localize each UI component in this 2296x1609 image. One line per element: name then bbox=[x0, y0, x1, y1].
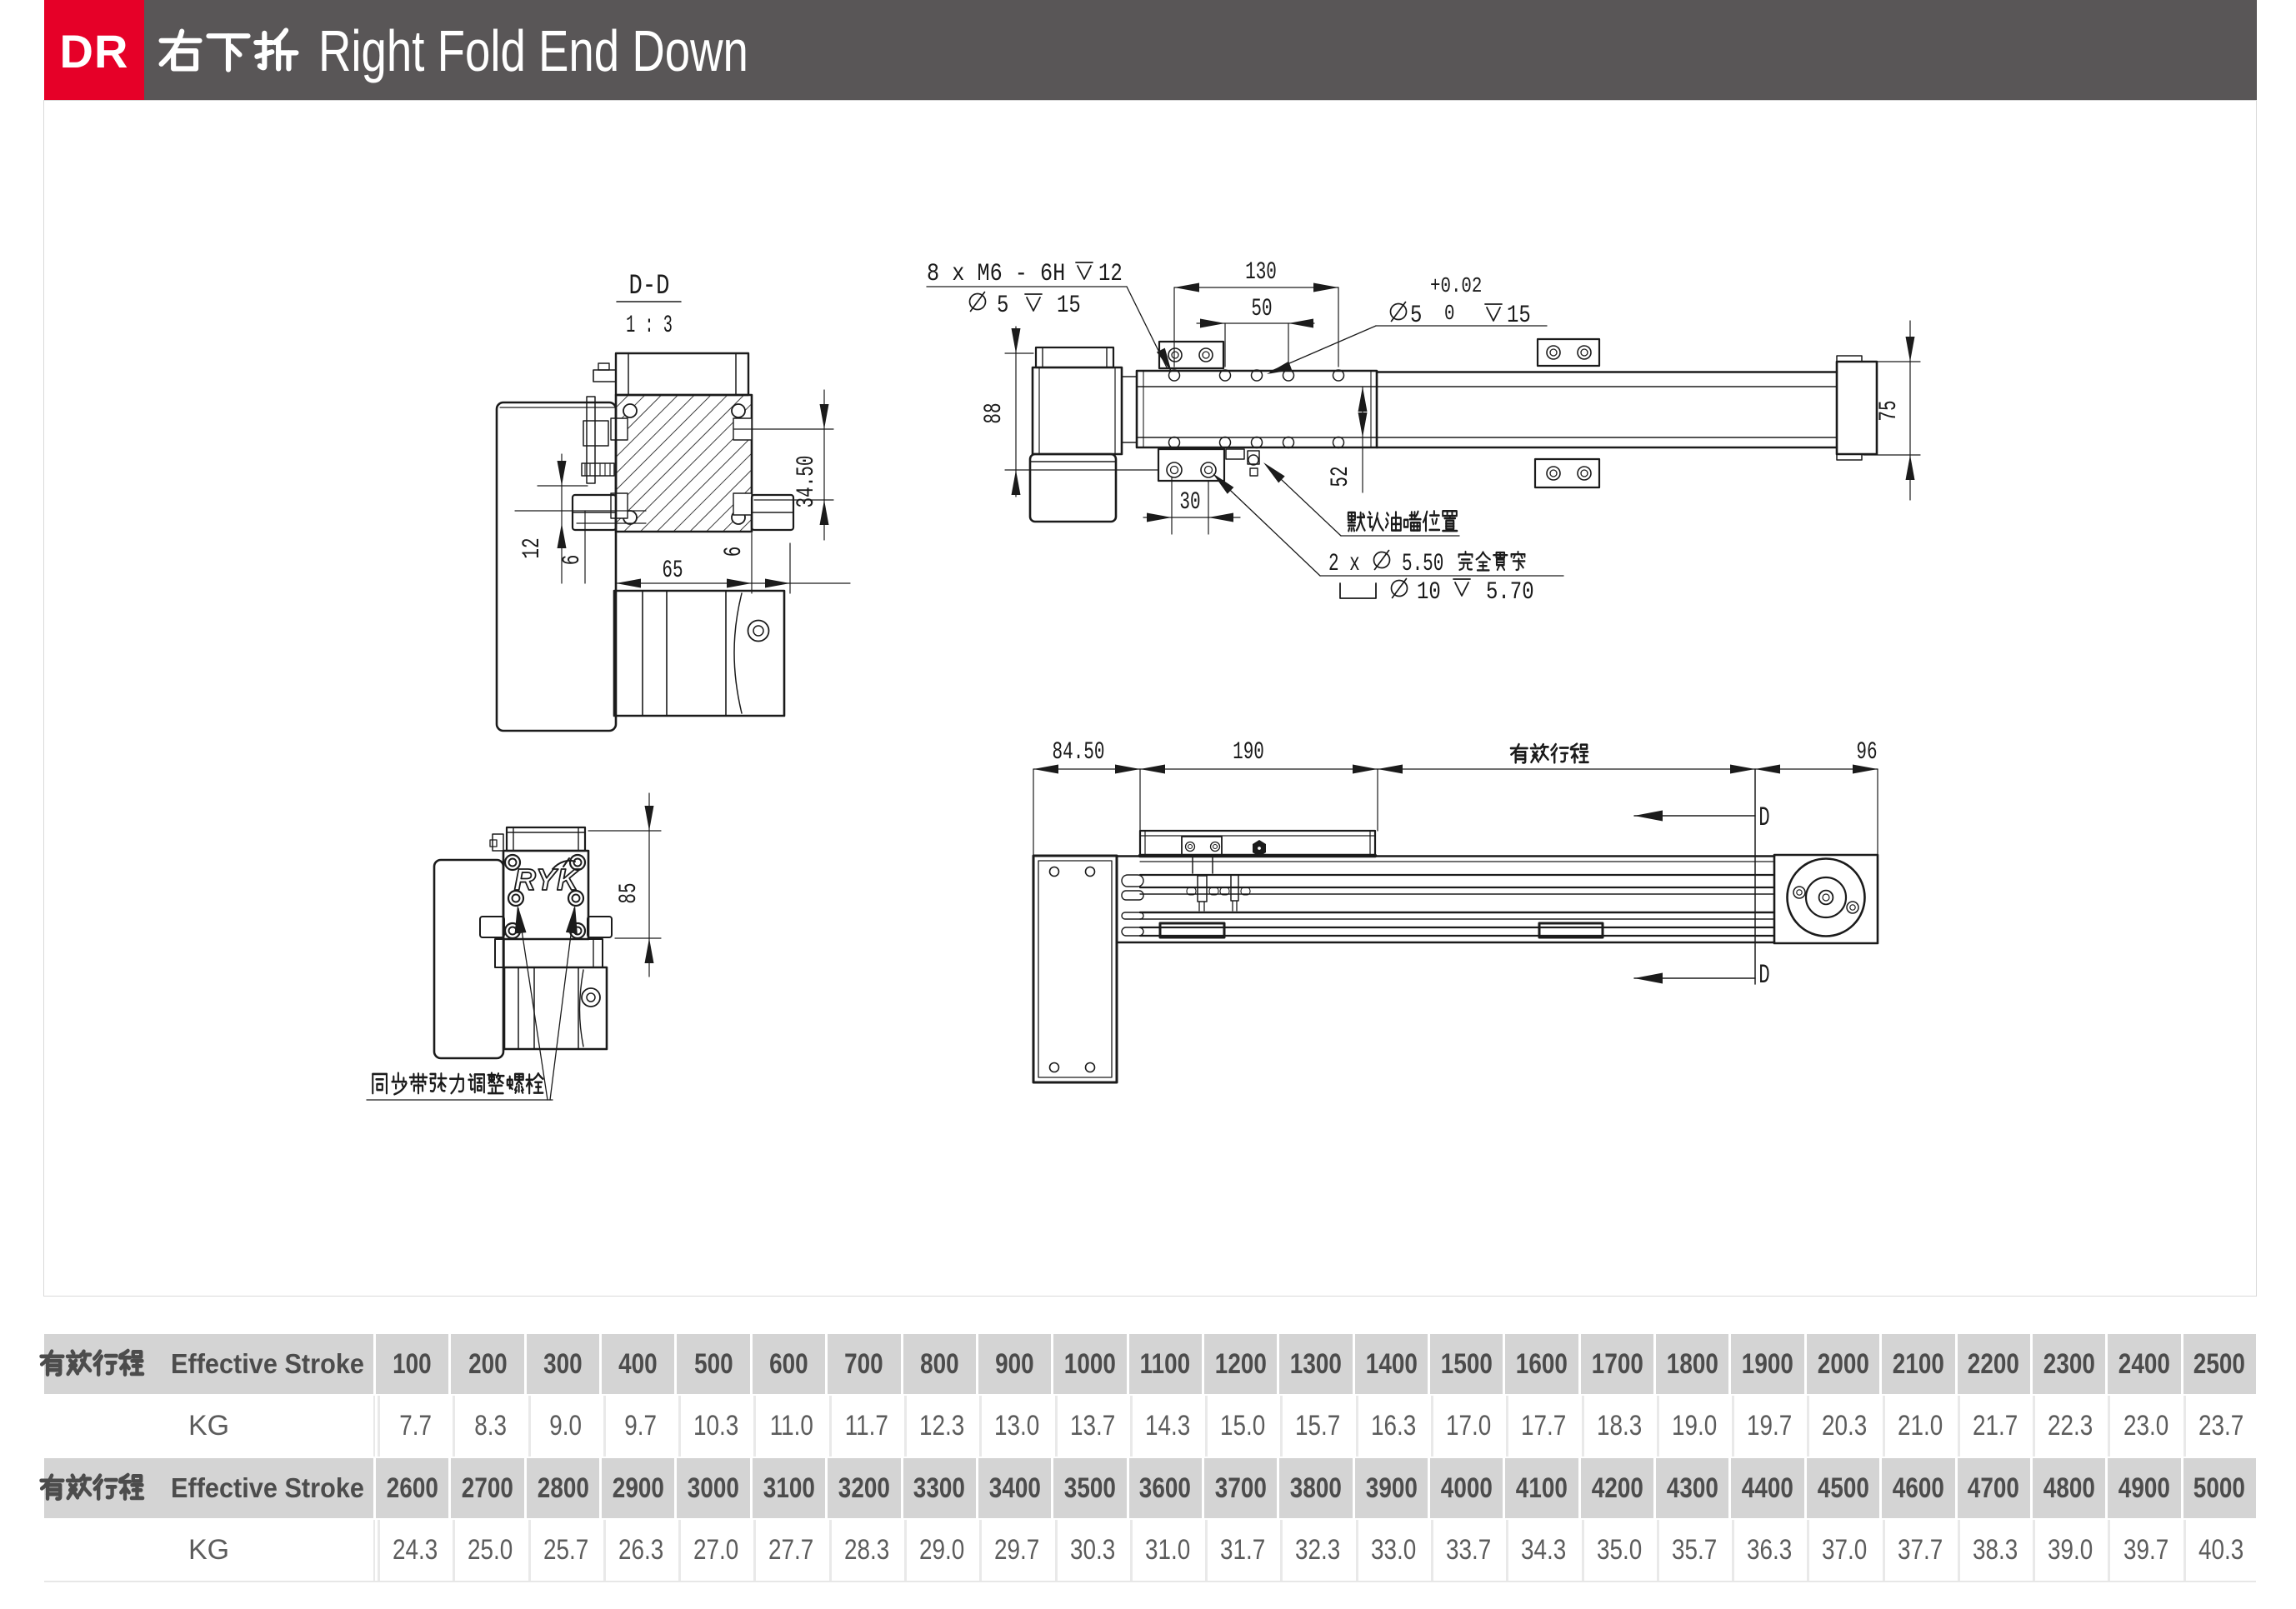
svg-text:96: 96 bbox=[1856, 737, 1877, 767]
svg-text:130: 130 bbox=[1245, 257, 1277, 287]
svg-text:12: 12 bbox=[1098, 260, 1123, 288]
svg-text:5.70: 5.70 bbox=[1486, 578, 1534, 607]
svg-text:6: 6 bbox=[719, 547, 748, 557]
svg-text:1 : 3: 1 : 3 bbox=[626, 312, 673, 340]
svg-text:88: 88 bbox=[979, 402, 1008, 423]
svg-text:50: 50 bbox=[1251, 294, 1272, 323]
svg-text:5: 5 bbox=[997, 292, 1008, 320]
svg-text:5.50: 5.50 bbox=[1402, 549, 1443, 578]
svg-text:12: 12 bbox=[518, 537, 547, 558]
svg-text:15: 15 bbox=[1507, 302, 1531, 330]
svg-text:RYK: RYK bbox=[514, 862, 581, 897]
svg-text:10: 10 bbox=[1417, 578, 1441, 607]
svg-text:D-D: D-D bbox=[629, 270, 670, 302]
svg-text:84.50: 84.50 bbox=[1053, 737, 1105, 767]
svg-text:52: 52 bbox=[1326, 466, 1355, 487]
svg-text:2 x: 2 x bbox=[1328, 549, 1360, 578]
svg-text:5: 5 bbox=[1410, 302, 1422, 330]
svg-text:15: 15 bbox=[1057, 292, 1081, 320]
svg-text:D: D bbox=[1758, 962, 1769, 992]
svg-text:8 x M6 - 6H: 8 x M6 - 6H bbox=[927, 260, 1065, 288]
svg-text:30: 30 bbox=[1179, 487, 1200, 517]
svg-text:75: 75 bbox=[1874, 400, 1903, 421]
svg-text:0: 0 bbox=[1444, 302, 1454, 327]
svg-text:+0.02: +0.02 bbox=[1430, 274, 1482, 299]
svg-text:D: D bbox=[1758, 804, 1769, 834]
svg-text:34.50: 34.50 bbox=[792, 456, 821, 508]
svg-text:6: 6 bbox=[558, 555, 587, 566]
svg-text:190: 190 bbox=[1233, 737, 1264, 767]
svg-text:65: 65 bbox=[662, 556, 683, 585]
svg-text:85: 85 bbox=[614, 882, 643, 903]
